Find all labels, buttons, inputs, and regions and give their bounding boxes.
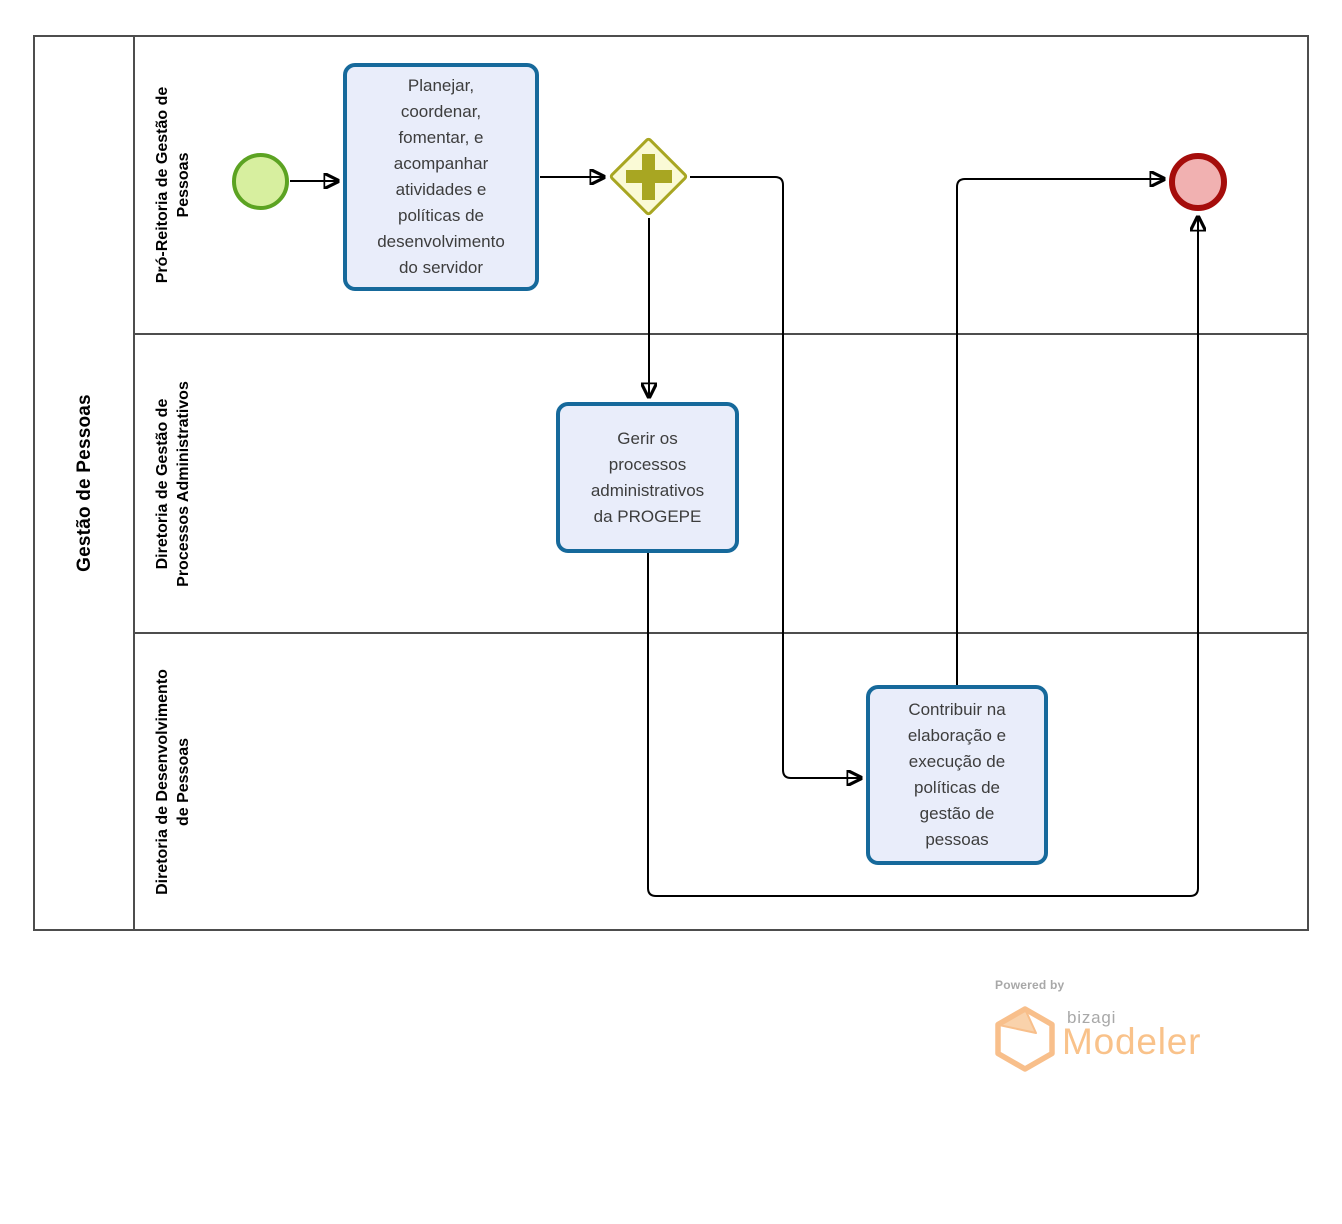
lane-diretoria-processos[interactable]: Diretoria de Gestão de Processos Adminis… xyxy=(135,333,1307,632)
flow-gateway-to-contribuir[interactable] xyxy=(690,176,861,778)
bizagi-logo-icon xyxy=(995,1006,1055,1072)
start-event[interactable] xyxy=(232,153,289,210)
task-gerir-label: Gerir os processos administrativos da PR… xyxy=(590,428,705,526)
end-event[interactable] xyxy=(1169,153,1227,211)
pool-header[interactable]: Gestão de Pessoas xyxy=(35,37,135,929)
task-contribuir-label: Contribuir na elaboração e execução de p… xyxy=(907,700,1007,849)
task-gerir[interactable]: Gerir os processos administrativos da PR… xyxy=(556,402,739,553)
plus-icon-bar-vertical xyxy=(642,154,655,200)
task-contribuir[interactable]: Contribuir na elaboração e execução de p… xyxy=(866,685,1048,865)
task-planejar-label: Planejar, coordenar, fomentar, e acompan… xyxy=(377,76,505,277)
lane-diretoria-desenvolvimento[interactable]: Diretoria de Desenvolvimento de Pessoas xyxy=(135,632,1307,929)
powered-by-label: Powered by xyxy=(995,978,1065,992)
flow-gerir-to-end[interactable] xyxy=(647,217,1198,897)
task-planejar[interactable]: Planejar, coordenar, fomentar, e acompan… xyxy=(343,63,539,291)
lanes-container: Pró-Reitoria de Gestão de Pessoas Direto… xyxy=(135,37,1307,929)
modeler-product-label: Modeler xyxy=(1062,1021,1202,1062)
bizagi-brand-label: bizagi xyxy=(1067,1008,1117,1027)
flow-contribuir-to-end[interactable] xyxy=(956,179,1164,685)
